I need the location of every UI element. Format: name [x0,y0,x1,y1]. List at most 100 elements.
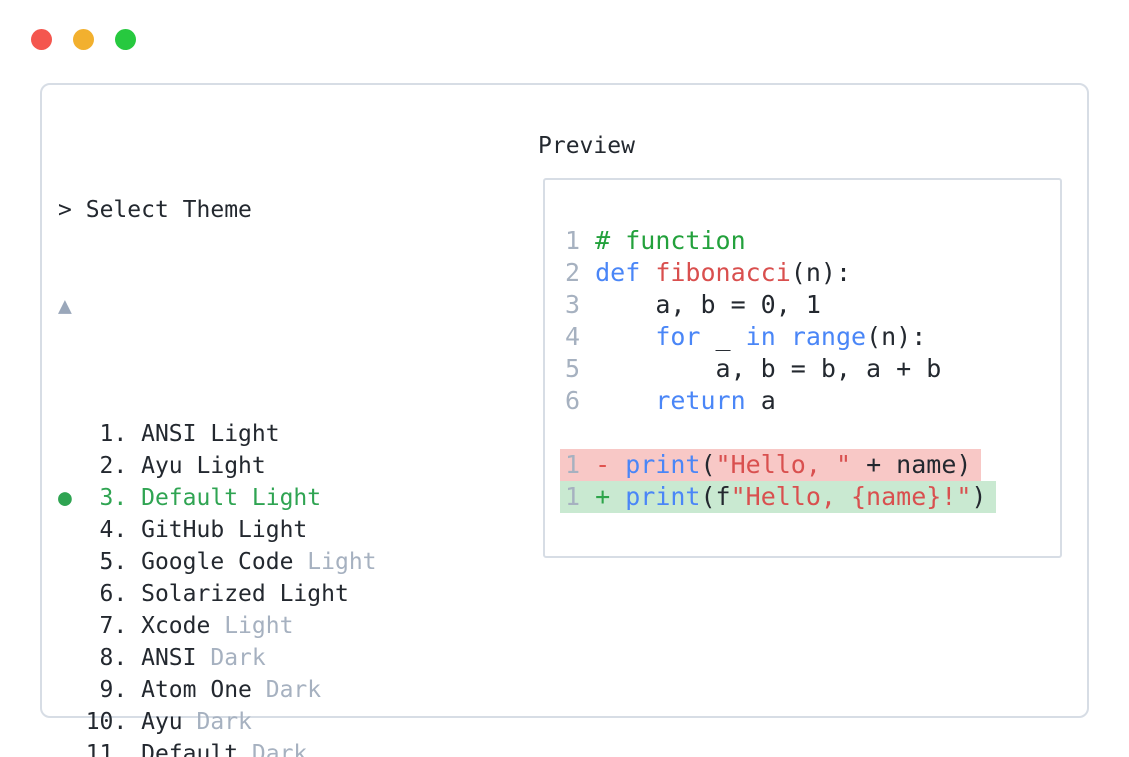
code-line: 2 def fibonacci(n): [560,257,1052,289]
marker-slot [58,517,72,543]
theme-item-name: Atom One [141,677,252,703]
theme-list-item[interactable]: 11. Default Dark [58,738,875,757]
code-token-plain: a, b = 0, 1 [595,290,821,319]
code-line: 6 return a [560,385,1052,417]
theme-item-variant: Dark [251,677,322,703]
diff-removed-line: 1 - print("Hello, " + name) [560,449,982,481]
marker-slot [58,581,72,607]
theme-item-number: 10. [71,709,142,735]
code-token-keyword: for [655,322,701,351]
theme-item-name: Google Code [141,549,294,575]
code-token-added-sign: + [595,482,626,511]
theme-item-number: 5. [71,549,142,575]
theme-list-item[interactable]: 5. Google Code Light [58,546,875,578]
theme-item-number: 8. [71,645,142,671]
theme-list-item[interactable]: 8. ANSI Dark [58,642,875,674]
minimize-button[interactable] [73,29,94,50]
line-number: 4 [565,322,596,351]
scroll-up-row: ▲ [58,290,875,322]
theme-item-variant: Light [210,613,294,639]
selector-prompt-row: > Select Theme [58,194,875,226]
diff-added-line: 1 + print(f"Hello, {name}!") [560,481,997,513]
code-token-plain [595,386,655,415]
theme-list-item[interactable]: ● 3. Default Light [58,482,875,514]
code-token-function: fibonacci [655,258,791,287]
theme-list-item[interactable]: 2. Ayu Light [58,450,875,482]
code-line-content: 1 # function [560,225,756,257]
code-line-content: 2 def fibonacci(n): [560,257,861,289]
theme-list-item[interactable]: 9. Atom One Dark [58,674,875,706]
theme-item-variant: Dark [182,709,252,735]
code-token-plain [595,322,655,351]
code-token-keyword: def [595,258,641,287]
code-token-plain: _ [700,322,746,351]
marker-slot [58,613,72,639]
selector-title-text: Select Theme [85,197,252,223]
code-line-content: 4 for _ in range(n): [560,321,936,353]
theme-item-name: Xcode [141,613,211,639]
theme-list-item[interactable]: 4. GitHub Light [58,514,875,546]
marker-slot [58,709,72,735]
preview-label: Preview [538,133,635,159]
theme-item-number: 4. [71,517,142,543]
code-line: 3 a, b = 0, 1 [560,289,1052,321]
theme-item-variant: Dark [238,741,308,757]
theme-item-name: Default Light [141,485,322,511]
theme-list: 1. ANSI Light 2. Ayu Light● 3. Default L… [58,418,875,757]
theme-item-name: ANSI Light [141,421,280,447]
theme-item-number: 6. [71,581,142,607]
code-token-removed-sign: - [595,450,626,479]
line-number: 1 [565,226,596,255]
line-number: 3 [565,290,596,319]
code-token-plain: ( [700,450,716,479]
marker-slot [58,645,72,671]
theme-item-name: Default [141,741,239,757]
theme-item-name: GitHub Light [141,517,308,543]
theme-list-item[interactable]: 1. ANSI Light [58,418,875,450]
code-token-plain: (n): [866,322,927,351]
marker-slot [58,677,72,703]
theme-item-number: 9. [71,677,142,703]
theme-item-name: Ayu Light [141,453,266,479]
code-token-keyword: print [625,450,701,479]
theme-item-number: 3. [71,485,142,511]
code-token-string: "Hello, " [715,450,852,479]
theme-list-item[interactable]: 10. Ayu Dark [58,706,875,738]
theme-item-number: 11. [71,741,142,757]
line-number: 6 [565,386,596,415]
code-token-keyword: in [745,322,776,351]
line-number: 2 [565,258,596,287]
theme-item-name: Ayu [141,709,183,735]
theme-item-number: 2. [71,453,142,479]
line-number [565,418,595,447]
window-controls [31,29,136,50]
code-line: 5 a, b = b, a + b [560,353,1052,385]
close-button[interactable] [31,29,52,50]
selected-dot-icon: ● [58,485,72,511]
code-token-plain: + name) [851,450,972,479]
code-line-content: 3 a, b = 0, 1 [560,289,831,321]
code-token-keyword: print [625,482,701,511]
code-line-content: 5 a, b = b, a + b [560,353,951,385]
code-token-plain: ) [971,482,987,511]
code-token-string: "Hello, {name}!" [730,482,972,511]
marker-slot [58,549,72,575]
scroll-up-icon[interactable]: ▲ [58,293,72,319]
code-token-keyword: return [655,386,746,415]
code-token-plain: a, b = b, a + b [595,354,942,383]
code-token-plain: (n): [790,258,852,287]
code-token-plain: a [745,386,776,415]
marker-slot [58,453,72,479]
code-line: 1 # function [560,225,1052,257]
code-line-content: 6 return a [560,385,786,417]
line-number: 1 [565,450,596,479]
theme-list-item[interactable]: 6. Solarized Light [58,578,875,610]
prompt-symbol: > [58,197,72,223]
code-token-plain [776,322,791,351]
theme-list-item[interactable]: 7. Xcode Light [58,610,875,642]
zoom-button[interactable] [115,29,136,50]
code-line: 1 + print(f"Hello, {name}!") [560,481,1052,513]
code-line-content [560,417,605,449]
